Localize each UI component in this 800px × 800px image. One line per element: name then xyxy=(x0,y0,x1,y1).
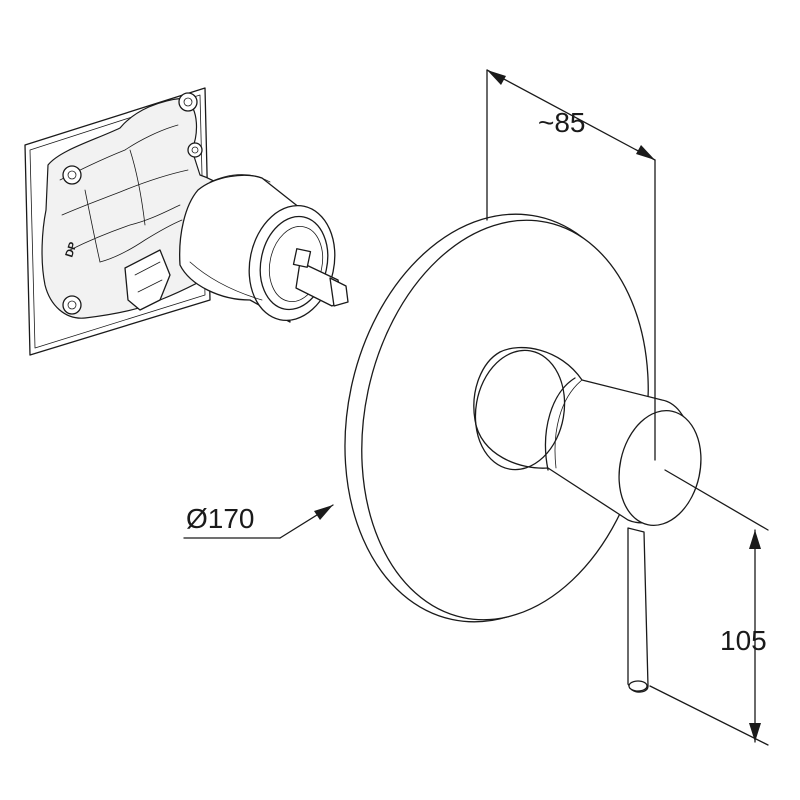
housing-contour-3 xyxy=(69,204,181,251)
handle-front-cap xyxy=(618,410,702,526)
dimension-depth: ~85 xyxy=(486,69,656,461)
housing-contour-2 xyxy=(61,169,189,216)
mounting-screw-top-right xyxy=(178,92,198,112)
handle-rear-edge xyxy=(474,349,566,471)
dimension-diameter: Ø170 xyxy=(183,503,334,539)
cartridge-band xyxy=(209,174,271,183)
cartridge-inner-ring-1 xyxy=(259,215,329,311)
mixer-trim xyxy=(344,213,702,693)
diameter-label: Ø170 xyxy=(186,503,255,534)
lower-bracket xyxy=(124,249,171,311)
housing-contour-6 xyxy=(99,219,183,263)
concealed-valve-body: DP xyxy=(24,87,349,356)
housing-contour-4 xyxy=(84,189,101,263)
mounting-screw-mid xyxy=(187,142,203,158)
housing-contour-5 xyxy=(129,149,146,226)
cartridge-inner-ring-2 xyxy=(268,226,324,302)
mixer-lever xyxy=(627,527,649,693)
dimension-lever-drop: 105 xyxy=(649,469,769,746)
handle-groove xyxy=(544,377,576,471)
mounting-screw-top-left xyxy=(62,165,82,185)
depth-label: ~85 xyxy=(538,107,586,138)
lever-drop-label: 105 xyxy=(720,625,767,656)
mounting-screw-bottom-left xyxy=(62,295,82,315)
body-marking: DP xyxy=(63,241,79,259)
